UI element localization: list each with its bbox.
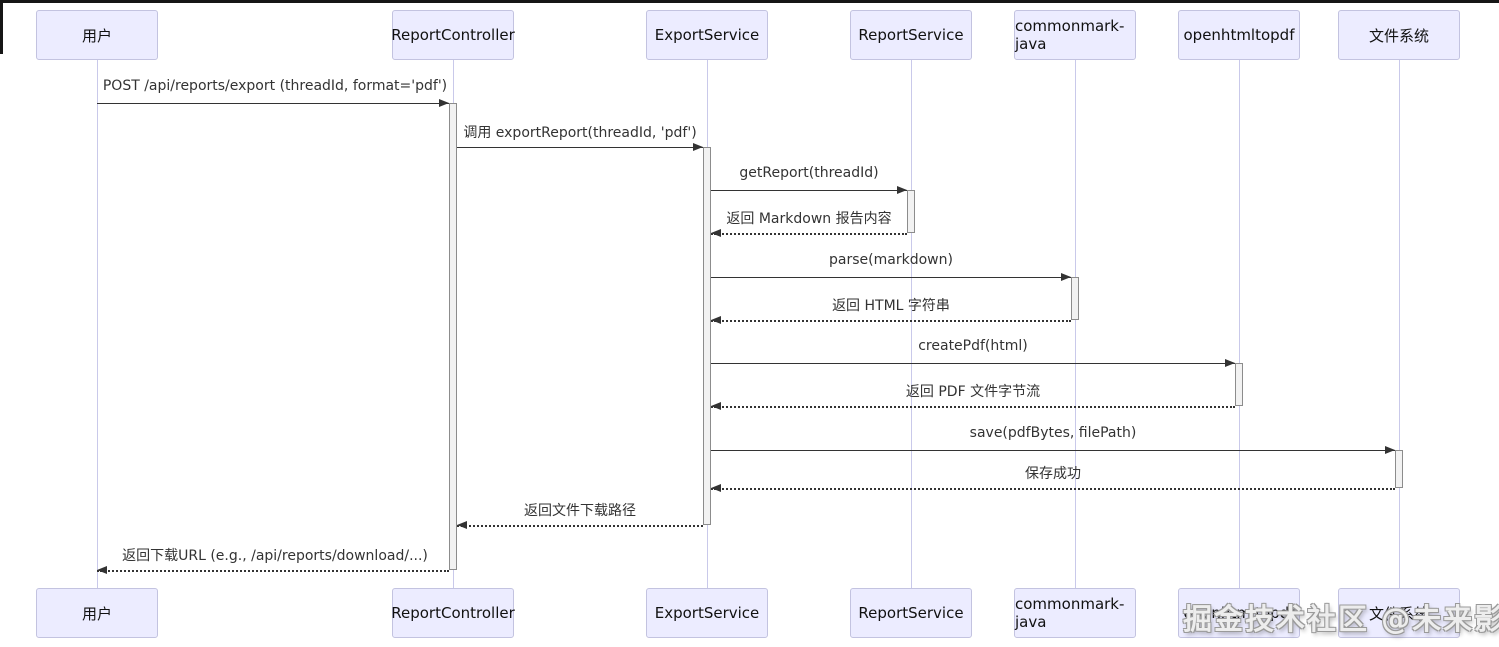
message-line-1 (457, 147, 703, 148)
message-arrowhead-4 (1061, 273, 1071, 281)
message-arrowhead-9 (711, 484, 721, 492)
message-arrowhead-8 (1385, 446, 1395, 454)
participant-commonmark-java-top: commonmark-java (1014, 10, 1136, 60)
message-arrowhead-2 (897, 186, 907, 194)
lifeline-file-system (1398, 60, 1400, 588)
message-line-6 (711, 363, 1235, 364)
message-arrowhead-1 (693, 143, 703, 151)
lifeline-commonmark-java (1074, 60, 1076, 588)
message-label-6: createPdf(html) (918, 338, 1028, 354)
participant-report-controller-bottom: ReportController (391, 588, 515, 638)
activation-openhtmltopdf (1235, 363, 1243, 406)
message-label-5: 返回 HTML 字符串 (832, 298, 950, 314)
message-label-2: getReport(threadId) (739, 165, 879, 181)
lifeline-report-service (910, 60, 912, 588)
participant-openhtmltopdf-bottom: openhtmltopdf (1178, 588, 1300, 638)
message-arrowhead-7 (711, 402, 721, 410)
message-label-1: 调用 exportReport(threadId, 'pdf') (463, 125, 697, 141)
message-line-2 (711, 190, 907, 191)
participant-file-system-bottom: 文件系统 (1338, 588, 1460, 638)
message-label-4: parse(markdown) (829, 252, 953, 268)
participant-report-service-bottom: ReportService (850, 588, 972, 638)
participant-export-service-top: ExportService (646, 10, 768, 60)
participant-user-top: 用户 (36, 10, 158, 60)
message-line-8 (711, 450, 1395, 451)
lifeline-user (96, 60, 98, 588)
activation-commonmark-java (1071, 277, 1079, 320)
watermark: 掘金技术社区 @未来影子 (1183, 602, 1499, 636)
message-line-4 (711, 277, 1071, 278)
activation-export-service (703, 147, 711, 525)
left-edge-line (0, 0, 3, 54)
message-arrowhead-11 (97, 566, 107, 574)
message-label-11: 返回下载URL (e.g., /api/reports/download/...… (122, 548, 428, 564)
participant-user-bottom: 用户 (36, 588, 158, 638)
participant-report-controller-top: ReportController (391, 10, 515, 60)
message-arrowhead-5 (711, 316, 721, 324)
participant-commonmark-java-bottom: commonmark-java (1014, 588, 1136, 638)
activation-report-controller (449, 103, 457, 570)
participant-openhtmltopdf-top: openhtmltopdf (1178, 10, 1300, 60)
activation-report-service (907, 190, 915, 233)
message-line-0 (97, 103, 449, 104)
message-label-3: 返回 Markdown 报告内容 (726, 211, 892, 227)
message-line-7 (711, 406, 1235, 408)
participant-file-system-top: 文件系统 (1338, 10, 1460, 60)
message-label-8: save(pdfBytes, filePath) (969, 425, 1137, 441)
message-line-11 (97, 570, 449, 572)
message-line-3 (711, 233, 907, 235)
message-label-0: POST /api/reports/export (threadId, form… (102, 78, 448, 94)
message-arrowhead-0 (439, 99, 449, 107)
message-line-5 (711, 320, 1071, 322)
message-label-7: 返回 PDF 文件字节流 (905, 384, 1041, 400)
message-arrowhead-6 (1225, 359, 1235, 367)
activation-file-system (1395, 450, 1403, 488)
message-arrowhead-10 (457, 521, 467, 529)
message-label-10: 返回文件下载路径 (524, 503, 636, 519)
participant-report-service-top: ReportService (850, 10, 972, 60)
message-label-9: 保存成功 (1025, 466, 1081, 482)
top-edge-line (0, 0, 1499, 3)
message-line-10 (457, 525, 703, 527)
message-line-9 (711, 488, 1395, 490)
lifeline-openhtmltopdf (1238, 60, 1240, 588)
participant-export-service-bottom: ExportService (646, 588, 768, 638)
message-arrowhead-3 (711, 229, 721, 237)
